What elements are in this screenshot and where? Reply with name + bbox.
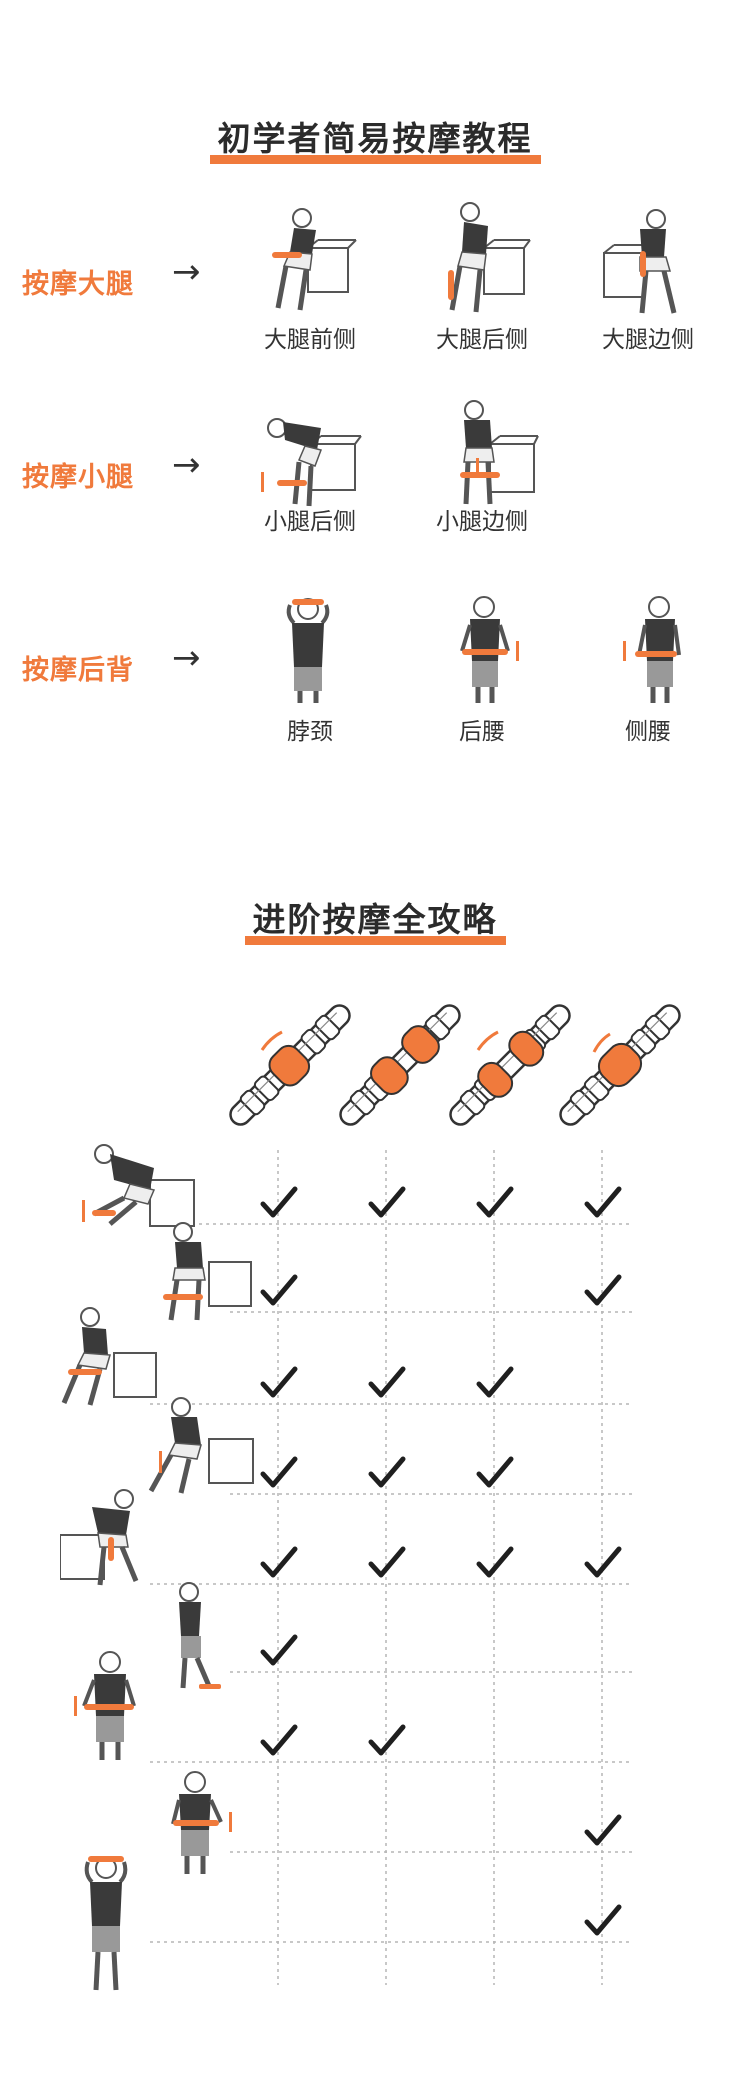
adv-figure-3 <box>61 1307 157 1406</box>
caption-thigh-front: 大腿前侧 <box>264 327 356 353</box>
roller-4 <box>553 998 687 1132</box>
adv-figure-5 <box>60 1489 139 1586</box>
caption-thigh-back: 大腿后侧 <box>436 327 528 353</box>
check-icon <box>368 1456 406 1494</box>
seated-thigh-side-figure <box>590 205 700 324</box>
check-icon <box>368 1186 406 1224</box>
standing-neck-figure <box>268 595 348 709</box>
check-icon <box>260 1186 298 1224</box>
adv-figure-2 <box>163 1222 252 1321</box>
beginner-title: 初学者简易按摩教程 <box>0 112 750 164</box>
row-label-calf: 按摩小腿 <box>22 462 134 493</box>
seated-calf-back-figure <box>255 410 365 514</box>
check-icon <box>260 1634 298 1672</box>
check-icon <box>476 1546 514 1584</box>
check-icon <box>476 1186 514 1224</box>
row-label-back: 按摩后背 <box>22 655 134 686</box>
check-icon <box>368 1724 406 1762</box>
check-icon <box>476 1366 514 1404</box>
roller-2 <box>333 998 467 1132</box>
standing-side-waist-figure <box>615 595 695 709</box>
caption-thigh-side: 大腿边侧 <box>602 327 694 353</box>
check-icon <box>584 1546 622 1584</box>
standing-lower-back-figure <box>448 595 528 709</box>
caption-neck: 脖颈 <box>287 719 333 745</box>
advanced-title: 进阶按摩全攻略 <box>0 893 750 945</box>
check-icon <box>368 1366 406 1404</box>
adv-figure-1 <box>82 1144 195 1227</box>
adv-figure-4 <box>148 1397 254 1494</box>
check-icon <box>260 1456 298 1494</box>
caption-side-waist: 侧腰 <box>625 719 671 745</box>
check-icon <box>476 1456 514 1494</box>
arrow-icon: → <box>172 638 201 678</box>
check-icon <box>584 1904 622 1942</box>
seated-thigh-back-figure <box>422 196 532 324</box>
adv-figure-8 <box>171 1771 232 1874</box>
caption-lower-back: 后腰 <box>459 719 505 745</box>
check-icon <box>260 1724 298 1762</box>
check-icon <box>260 1546 298 1584</box>
caption-calf-side: 小腿边侧 <box>436 509 528 535</box>
check-icon <box>260 1366 298 1404</box>
row-label-thigh: 按摩大腿 <box>22 269 134 300</box>
check-icon <box>368 1546 406 1584</box>
arrow-icon: → <box>172 445 201 485</box>
arrow-icon: → <box>172 252 201 292</box>
roller-tools-row <box>223 998 687 1132</box>
seated-calf-side-figure <box>430 398 540 514</box>
adv-figure-9 <box>84 1856 128 1991</box>
caption-calf-back: 小腿后侧 <box>264 509 356 535</box>
adv-figure-7 <box>74 1651 136 1760</box>
roller-1 <box>223 998 357 1132</box>
advanced-figures <box>60 1144 254 1991</box>
check-icon <box>584 1274 622 1312</box>
adv-figure-6 <box>179 1582 221 1689</box>
check-icon <box>584 1186 622 1224</box>
roller-3 <box>443 998 577 1132</box>
check-icon <box>584 1814 622 1852</box>
compatibility-grid <box>150 1150 632 1985</box>
seated-thigh-front-figure <box>250 200 360 324</box>
check-icon <box>260 1274 298 1312</box>
